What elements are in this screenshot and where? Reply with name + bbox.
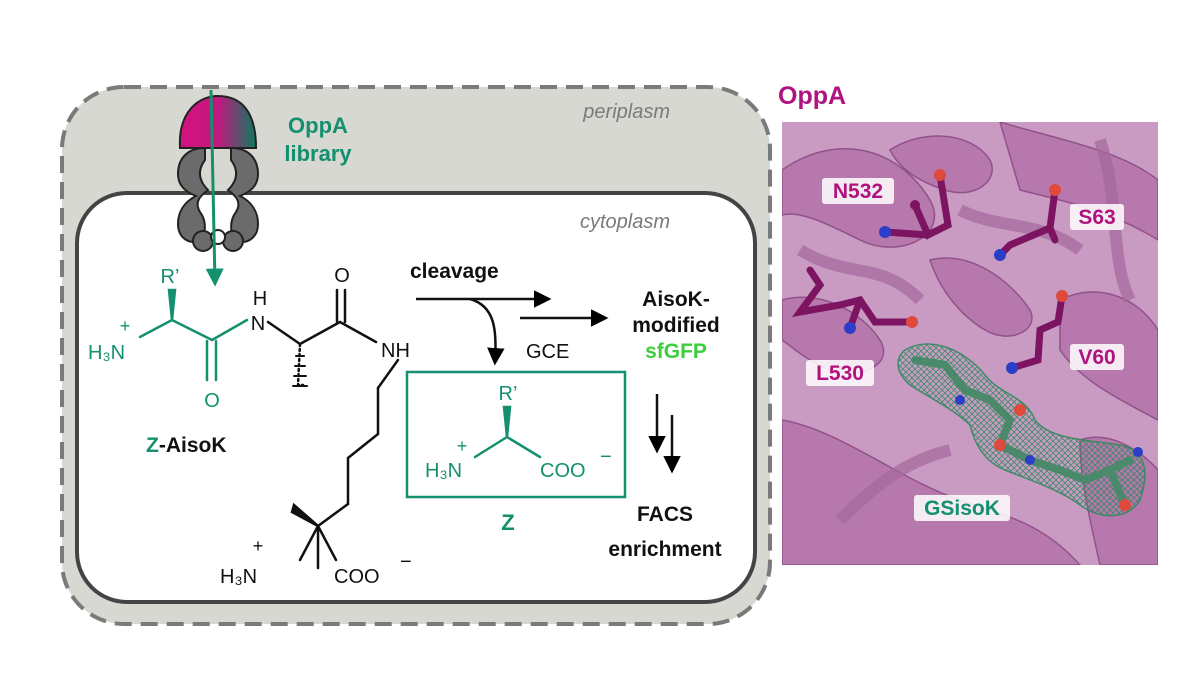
transporter-right-half bbox=[226, 146, 260, 243]
cleavage-branch-arrow bbox=[469, 297, 505, 366]
amino-acid-z-box: R’ + H₃N COO − Z bbox=[405, 370, 627, 535]
facs-label-1: FACS bbox=[637, 503, 693, 526]
z-box-r-prime: R’ bbox=[499, 383, 518, 405]
v60-label-bg bbox=[1070, 344, 1124, 370]
v60-label: V60 bbox=[1078, 346, 1115, 369]
z-aisok-label-z: Z bbox=[146, 434, 159, 457]
ligand-gsisok bbox=[897, 343, 1146, 517]
z-aisok-nh3-plus: + bbox=[120, 316, 131, 336]
z-label: Z bbox=[501, 510, 514, 535]
l530-label: L530 bbox=[816, 362, 864, 385]
product-label-1: AisoK- bbox=[642, 288, 710, 311]
z-box-frame bbox=[405, 370, 627, 499]
oppa-library-label-2: library bbox=[284, 141, 352, 166]
cytoplasm-label: cytoplasm bbox=[580, 211, 670, 233]
z-box-h3n: H₃N bbox=[425, 460, 462, 482]
z-aisok-structure: R’ + H₃N O H N bbox=[88, 265, 412, 588]
residue-v60 bbox=[1006, 290, 1068, 374]
z-carbonyl-o: O bbox=[204, 390, 220, 412]
cleavage-label: cleavage bbox=[410, 260, 499, 283]
transport-arrow bbox=[205, 89, 224, 287]
amide-n: N bbox=[251, 313, 265, 335]
oppa-crystal-structure bbox=[782, 122, 1158, 565]
l530-label-bg bbox=[806, 360, 874, 386]
z-box-minus: − bbox=[600, 446, 612, 468]
residue-l530 bbox=[791, 266, 918, 334]
amide-h: H bbox=[253, 288, 267, 310]
structure-labels: N532 S63 L530 V60 GSisoK bbox=[806, 178, 1124, 521]
lys-nh: NH bbox=[381, 340, 410, 362]
s63-label: S63 bbox=[1078, 206, 1115, 229]
gsisok-label-bg bbox=[914, 495, 1010, 521]
atpase-right bbox=[222, 230, 244, 252]
z-aisok-nh3: H₃N bbox=[88, 342, 125, 364]
oppa-structure-title: OppA bbox=[778, 82, 846, 110]
gce-label: GCE bbox=[526, 341, 569, 363]
lys-nh3-plus: + bbox=[253, 536, 264, 556]
product-label-2: modified bbox=[632, 314, 720, 337]
atpase-left bbox=[192, 230, 214, 252]
z-aisok-label: Z-AisoK bbox=[146, 434, 227, 457]
lys-coo-minus: − bbox=[400, 551, 412, 573]
ala-carbonyl-o: O bbox=[334, 265, 350, 287]
lys-coo: COO bbox=[334, 566, 380, 588]
facs-label-2: enrichment bbox=[608, 538, 721, 561]
residue-s63 bbox=[994, 184, 1061, 261]
opp-transporter: OppA library bbox=[176, 89, 352, 287]
residue-n532 bbox=[879, 169, 952, 240]
transporter-left-half bbox=[176, 146, 210, 243]
z-box-coo: COO bbox=[540, 460, 586, 482]
z-aisok-label-rest: -AisoK bbox=[159, 434, 227, 457]
s63-label-bg bbox=[1070, 204, 1124, 230]
oppa-library-label-1: OppA bbox=[288, 113, 348, 138]
z-box-plus: + bbox=[457, 436, 468, 456]
n532-label: N532 bbox=[833, 180, 883, 203]
oppa-library-protein bbox=[178, 94, 258, 149]
gsisok-label: GSisoK bbox=[924, 497, 1000, 520]
reaction-scheme: cleavage GCE AisoK- modified sfGFP FACS … bbox=[410, 260, 722, 561]
lys-nh3: H₃N bbox=[220, 566, 257, 588]
product-label-3: sfGFP bbox=[645, 340, 707, 363]
r-prime-label: R’ bbox=[161, 266, 180, 288]
periplasm-label: periplasm bbox=[582, 101, 670, 123]
n532-label-bg bbox=[822, 178, 894, 204]
